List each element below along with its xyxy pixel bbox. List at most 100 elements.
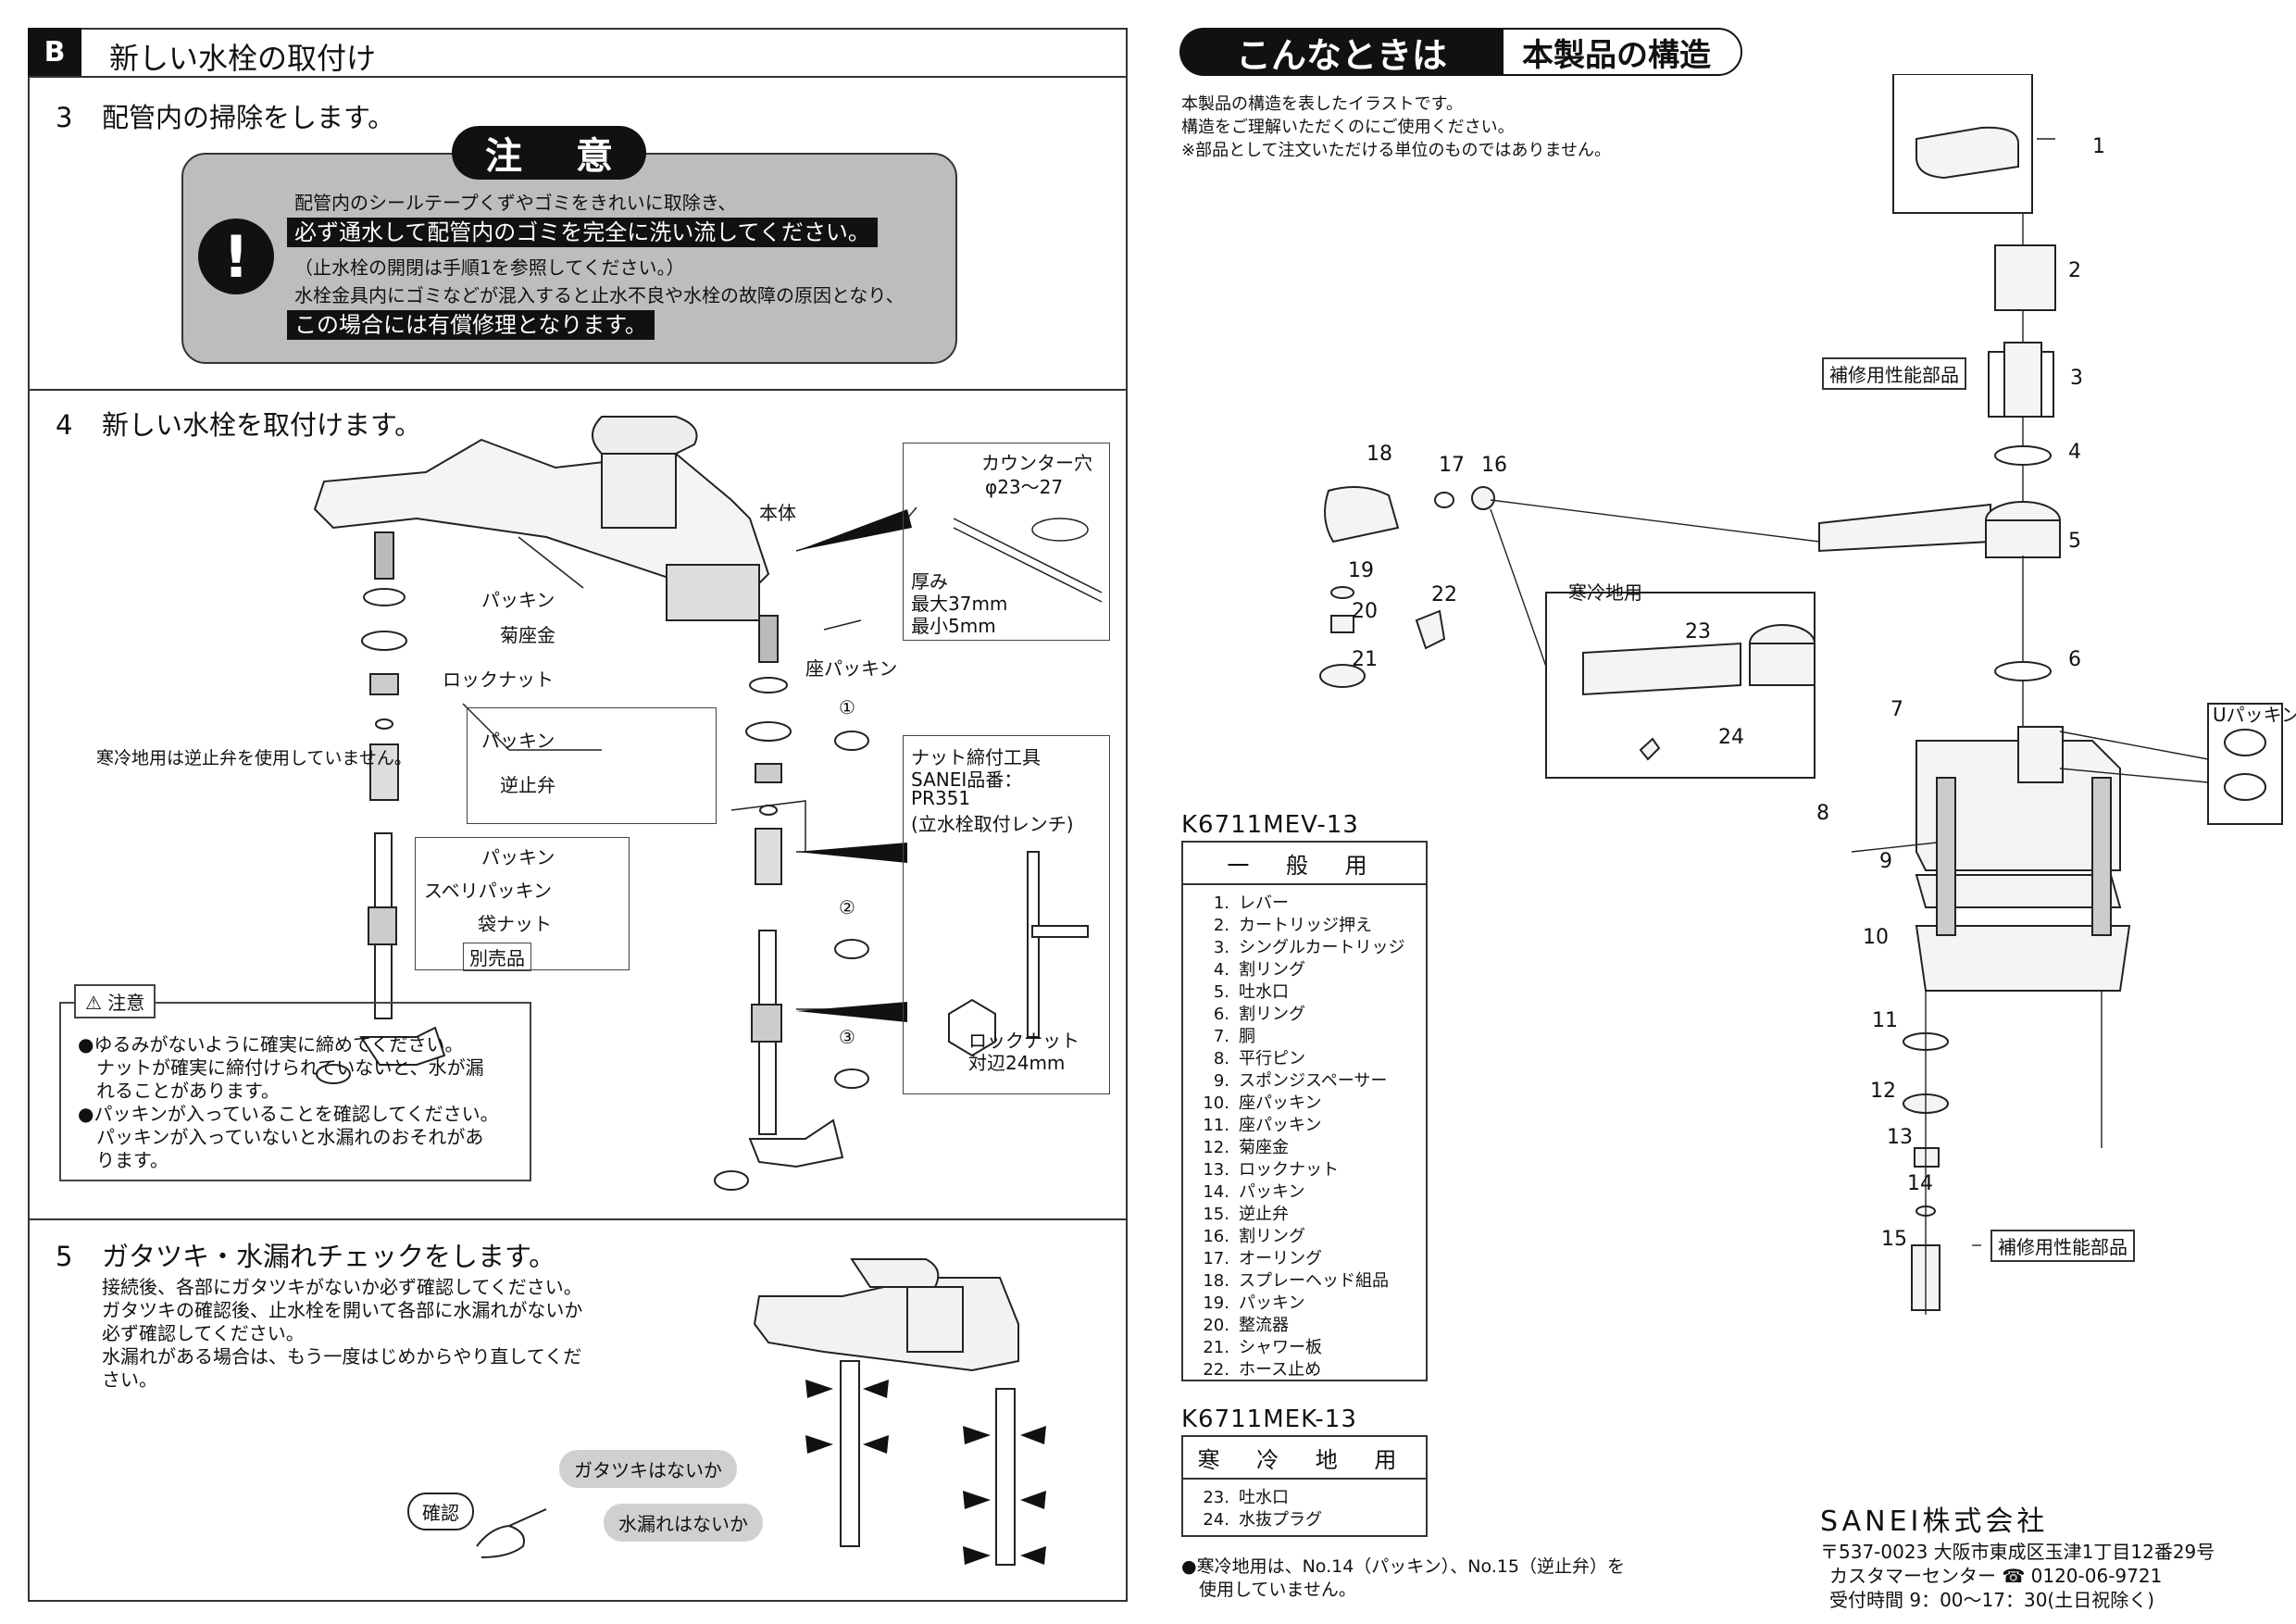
diagram-part-number: 5 [2068,530,2081,553]
part-row: 16.割リング [1183,1226,1426,1248]
note-tag: ⚠ 注意 [74,984,156,1018]
diagram-part-number: 21 [1352,648,1378,671]
repair-part-tag-1: 補修用性能部品 [1822,357,1966,390]
diagram-part-number: 16 [1481,454,1507,477]
part-name: 割リング [1239,1227,1305,1246]
part-name: 平行ピン [1239,1049,1305,1068]
part-number: 12. [1203,1138,1229,1157]
tool-line1: ナット締付工具 [911,746,1041,768]
exclamation-icon: ! [198,219,274,294]
tool-line4: (立水栓取付レンチ) [911,813,1074,835]
caution-highlight1: 必ず通水して配管内のゴミを完全に洗い流してください。 [287,218,878,247]
part-row: 9.スポンジスペーサー [1183,1070,1426,1093]
step5-line2: ガタツキの確認後、止水栓を開いて各部に水漏れがないか [102,1299,583,1321]
part-number: 14. [1203,1182,1229,1202]
part-name: 吐水口 [1239,982,1289,1002]
part-name: 吐水口 [1239,1488,1289,1507]
divider [28,1218,1128,1220]
check-valve-group-box [467,707,717,824]
step5-line5: さい。 [102,1368,157,1391]
note-line4: ●パッキンが入っていることを確認してください。 [78,1103,499,1125]
diagram-part-number: 19 [1348,559,1374,582]
cold-region-label: 寒冷地用 [1568,581,1642,604]
divider [28,389,1128,391]
step3-title: 配管内の掃除をします。 [102,102,395,133]
part-name: 割リング [1239,960,1305,980]
step5-line4: 水漏れがある場合は、もう一度はじめからやり直してくだ [102,1345,582,1368]
part-name: 胴 [1239,1027,1255,1046]
parts-table-general-head: 一 般 用 [1183,843,1426,885]
part-number: 1. [1213,893,1229,913]
part-row: 11.座パッキン [1183,1115,1426,1137]
part-number: 3. [1213,938,1229,957]
footnote: ●寒冷地用は、No.14（パッキン）、No.15（逆止弁）を 使用していません。 [1181,1555,1625,1602]
part-row: 14. パッキン [1183,1181,1426,1204]
part-row: 18.スプレーヘッド組品 [1183,1270,1426,1293]
label-kikuzagane: 菊座金 [500,624,555,646]
part-row: 3.シングルカートリッジ [1183,937,1426,959]
step5-number: 5 [56,1241,73,1272]
part-row: 8. 平行ピン [1183,1048,1426,1070]
diagram-part-number: 23 [1685,620,1711,643]
diagram-part-number: 24 [1718,726,1744,749]
part-name: カートリッジ押え [1239,916,1372,935]
label-za-packing: 座パッキン [805,657,898,680]
part-number: 13. [1203,1160,1229,1180]
part-number: 8. [1213,1049,1229,1068]
right-title-structure: 本製品の構造 [1491,28,1742,76]
part-number: 5. [1213,982,1229,1002]
part-number: 21. [1203,1338,1229,1357]
part-name: パッキン [1239,1182,1305,1202]
part-name: 整流器 [1239,1316,1289,1335]
part-name: 座パッキン [1239,1116,1322,1135]
tool-line6: 対辺24mm [968,1052,1066,1074]
part-row: 10.座パッキン [1183,1093,1426,1115]
diagram-part-number: 13 [1887,1126,1913,1149]
business-hours: 受付時間 9：00〜17：30(土日祝除く) [1829,1589,2155,1611]
part-row: 19.パッキン [1183,1293,1426,1315]
step5-line3: 必ず確認してください。 [102,1322,305,1344]
repair-part-tag-2: 補修用性能部品 [1990,1230,2135,1262]
caution-title: 注 意 [452,126,646,180]
diagram-part-number: 22 [1431,583,1457,606]
counter-hole-diameter: φ23〜27 [985,476,1064,498]
diagram-part-number: 3 [2070,367,2083,390]
caution-line2: （止水栓の開閉は手順1を参照してください。） [294,256,685,279]
note-box [59,1002,531,1181]
customer-center: カスタマーセンター ☎ 0120-06-9721 [1829,1565,2163,1587]
part-name: 逆止弁 [1239,1205,1289,1224]
part-row: 4. 割リング [1183,959,1426,981]
caution-line1: 配管内のシールテープくずやゴミをきれいに取除き、 [294,192,737,214]
part-number: 4. [1213,960,1229,980]
part-number: 15. [1203,1205,1229,1224]
tool-box [903,735,1110,1094]
label-optional-item: 別売品 [463,943,531,971]
section-badge: B [28,28,81,76]
part-name: レバー [1239,893,1289,913]
intro-text: 本製品の構造を表したイラストです。 構造をご理解いただくのにご使用ください。 ※… [1181,93,1611,162]
diagram-part-number: 12 [1870,1080,1896,1103]
note-line1: ●ゆるみがないように確実に締めてください。 [78,1033,464,1056]
part-row: 2.カートリッジ押え [1183,915,1426,937]
part-name: ホース止め [1239,1360,1322,1380]
u-packing-label: Uパッキン [2213,704,2296,726]
part-number: 9. [1213,1071,1229,1091]
counter-hole-box [903,443,1110,641]
diagram-part-number: 18 [1366,443,1392,466]
part-number: 23. [1203,1488,1229,1507]
footnote-line1: ●寒冷地用は、No.14（パッキン）、No.15（逆止弁）を [1181,1556,1625,1577]
check-wobble-pill: ガタツキはないか [559,1450,737,1488]
section-title: 新しい水栓の取付け [109,41,377,76]
diagram-part-number: 6 [2068,648,2081,671]
note-line3: れることがあります。 [78,1080,280,1102]
model-general: K6711MEV-13 [1181,811,1359,839]
footnote-line2: 使用していません。 [1181,1580,1356,1600]
step4-title: 新しい水栓を取付けます。 [102,409,422,441]
diagram-part-number: 17 [1439,454,1465,477]
part-row: 6.割リング [1183,1004,1426,1026]
